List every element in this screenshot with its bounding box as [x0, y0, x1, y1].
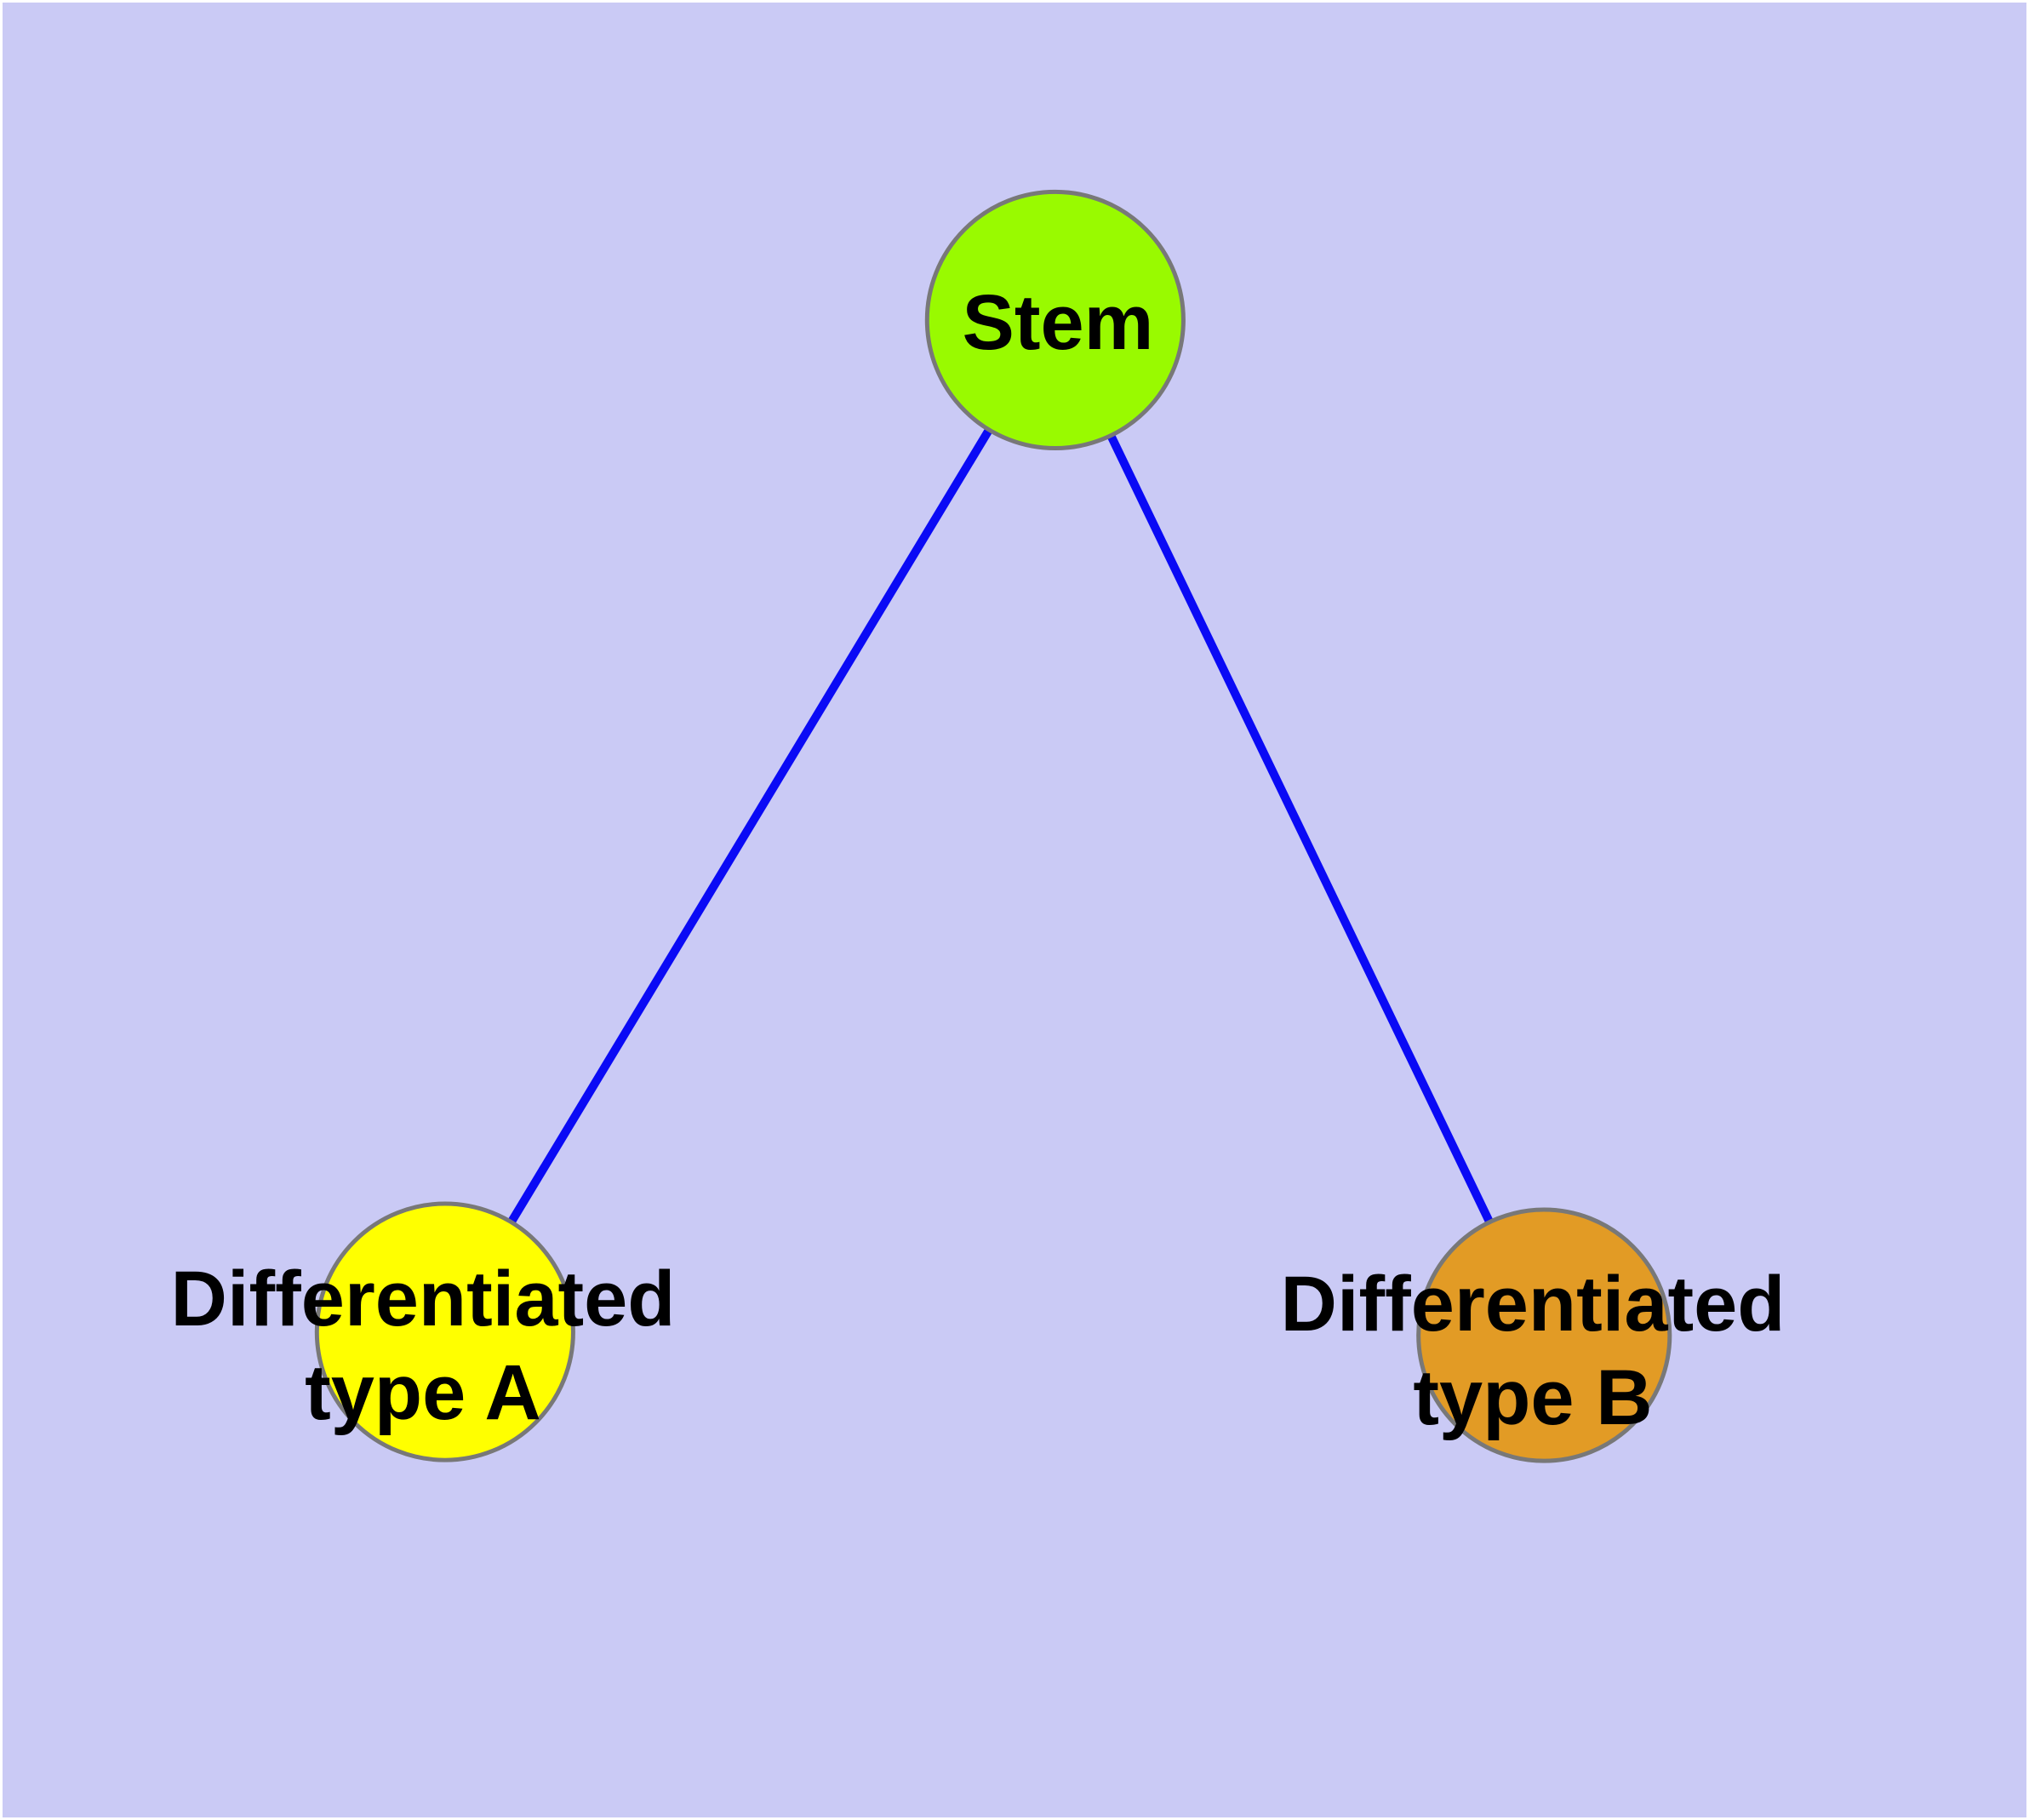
label-line: type B — [1413, 1354, 1653, 1441]
edge-stem-to-type-a — [441, 318, 1060, 1335]
label-line: Differentiated — [170, 1256, 676, 1342]
node-differentiated-type-a — [314, 1201, 575, 1462]
node-differentiated-type-b — [1416, 1207, 1672, 1463]
label-differentiated-type-a: Differentiated type A — [171, 1252, 676, 1439]
label-line: type A — [305, 1349, 541, 1436]
graph-svg — [314, 189, 1672, 1463]
edge-stem-to-type-b — [1051, 318, 1548, 1337]
label-stem: Stem — [963, 276, 1154, 369]
label-line: Differentiated — [1280, 1261, 1786, 1348]
label-differentiated-type-b: Differentiated type B — [1281, 1257, 1786, 1445]
label-line: Stem — [962, 279, 1154, 366]
node-stem — [924, 189, 1186, 451]
